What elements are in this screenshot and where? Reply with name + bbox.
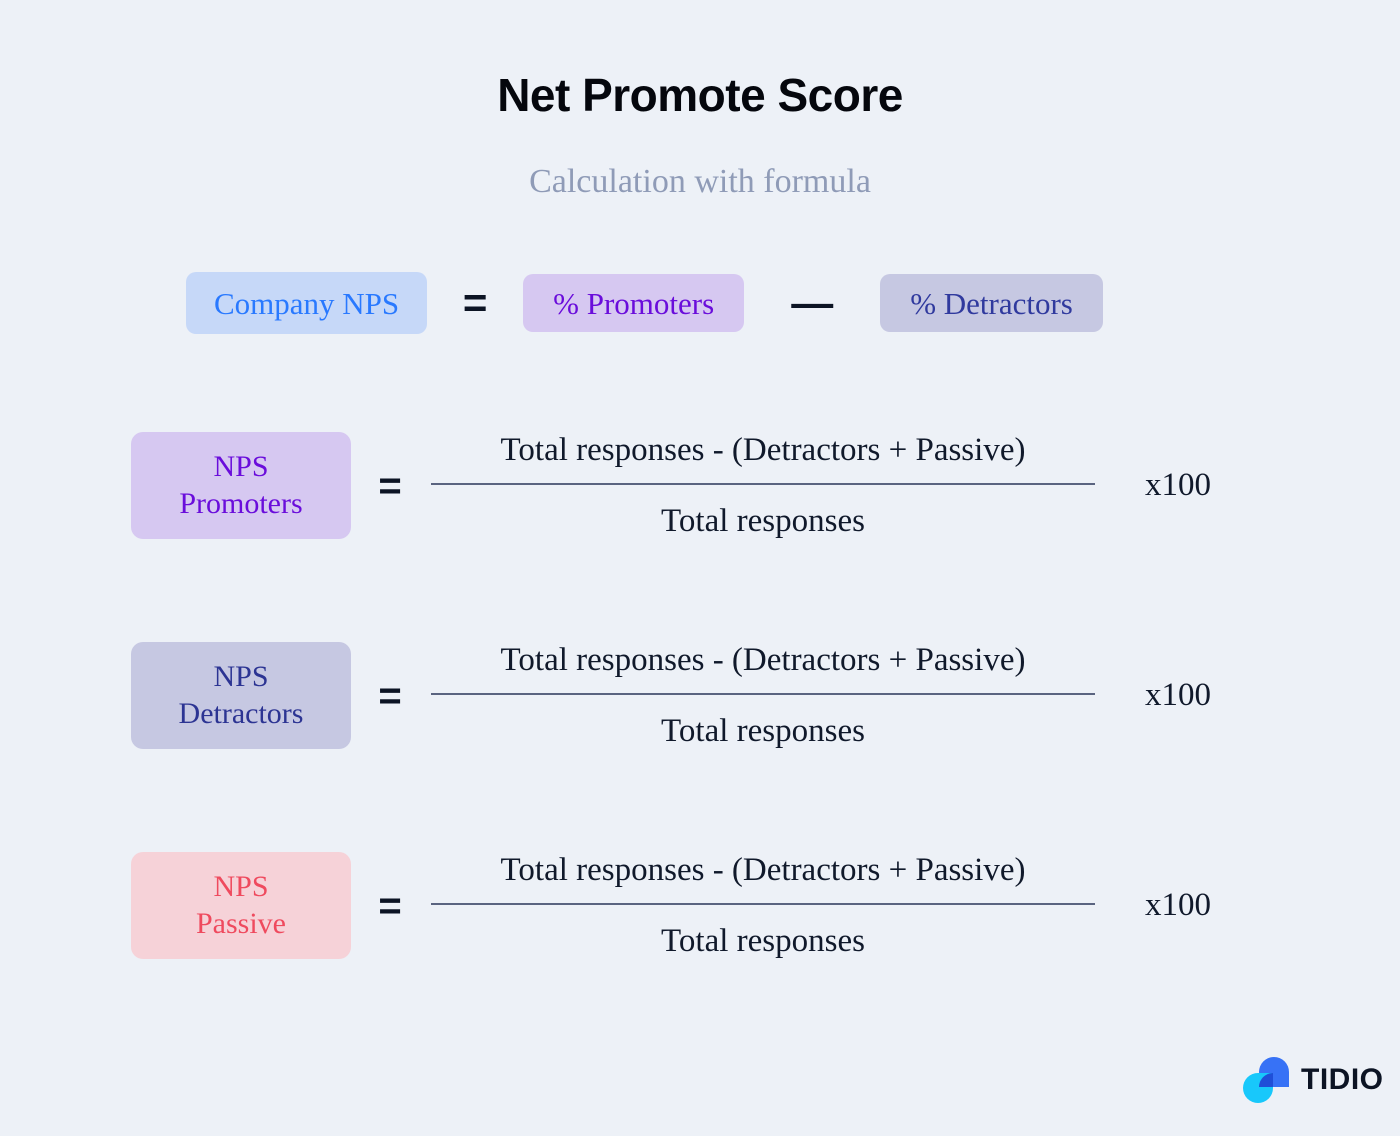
- nps-passive-label-box: NPS Passive: [131, 852, 351, 959]
- equals-operator-icon: =: [378, 463, 402, 508]
- minus-operator-icon: —: [791, 279, 834, 326]
- label-line-1: NPS: [213, 659, 269, 693]
- formula-row-passive: NPS Passive = Total responses - (Detract…: [131, 852, 1211, 959]
- company-nps-pill: Company NPS: [186, 272, 428, 334]
- tidio-wordmark: TIDIO: [1301, 1063, 1384, 1096]
- bubble-overlap-shape: [1259, 1073, 1273, 1087]
- equals-operator-icon: =: [378, 673, 402, 718]
- fraction-bar: [431, 482, 1095, 485]
- multiplier-label: x100: [1145, 467, 1211, 503]
- percent-promoters-pill: % Promoters: [523, 274, 745, 332]
- fraction-denominator: Total responses: [661, 502, 865, 539]
- multiplier-label: x100: [1145, 677, 1211, 713]
- page-title: Net Promote Score: [497, 69, 903, 121]
- nps-promoters-label-box: NPS Promoters: [131, 432, 351, 539]
- fraction: Total responses - (Detractors + Passive)…: [429, 851, 1097, 959]
- fraction-denominator: Total responses: [661, 712, 865, 749]
- page-subtitle: Calculation with formula: [529, 163, 871, 200]
- label-line-1: NPS: [213, 449, 269, 483]
- label-line-2: Passive: [196, 906, 286, 940]
- fraction-numerator: Total responses - (Detractors + Passive): [500, 641, 1026, 678]
- multiplier-label: x100: [1145, 887, 1211, 923]
- tidio-logo: TIDIO: [1243, 1057, 1384, 1103]
- fraction: Total responses - (Detractors + Passive)…: [429, 641, 1097, 749]
- label-line-2: Detractors: [178, 696, 304, 730]
- tidio-chat-bubble-icon: [1243, 1057, 1289, 1103]
- equals-operator-icon: =: [378, 883, 402, 928]
- formula-row-detractors: NPS Detractors = Total responses - (Detr…: [131, 642, 1211, 749]
- top-equation-row: Company NPS = % Promoters — % Detractors: [186, 272, 1103, 334]
- percent-detractors-pill: % Detractors: [880, 274, 1103, 332]
- fraction-bar: [431, 902, 1095, 905]
- label-line-1: NPS: [213, 869, 269, 903]
- fraction-denominator: Total responses: [661, 922, 865, 959]
- formula-row-promoters: NPS Promoters = Total responses - (Detra…: [131, 432, 1211, 539]
- equals-operator-icon: =: [462, 279, 488, 326]
- label-line-2: Promoters: [179, 486, 303, 520]
- fraction-bar: [431, 692, 1095, 695]
- fraction: Total responses - (Detractors + Passive)…: [429, 431, 1097, 539]
- fraction-numerator: Total responses - (Detractors + Passive): [500, 851, 1026, 888]
- fraction-numerator: Total responses - (Detractors + Passive): [500, 431, 1026, 468]
- nps-detractors-label-box: NPS Detractors: [131, 642, 351, 749]
